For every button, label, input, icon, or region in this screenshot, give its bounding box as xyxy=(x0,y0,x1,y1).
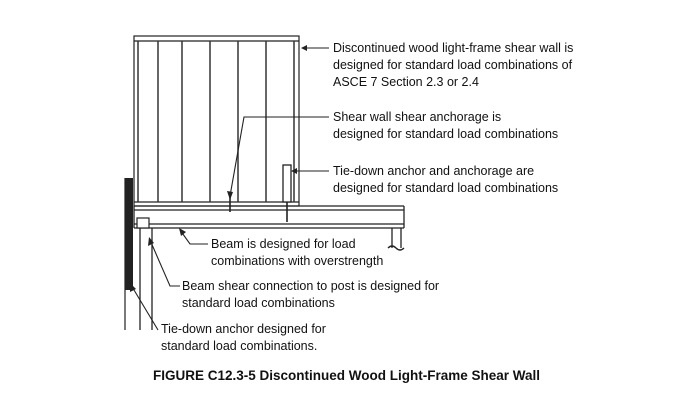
callout-beam: Beam is designed for load combinations w… xyxy=(211,236,383,270)
callout-line: Tie-down anchor designed for xyxy=(161,322,326,336)
leader-shear-anchorage xyxy=(229,116,329,197)
arrowhead xyxy=(148,237,154,246)
callout-line: Beam is designed for load xyxy=(211,237,356,251)
callout-line: combinations with overstrength xyxy=(211,254,384,268)
beam-seat-block xyxy=(136,217,150,229)
callout-line: ASCE 7 Section 2.3 or 2.4 xyxy=(333,75,479,89)
callout-beam-shear-connection: Beam shear connection to post is designe… xyxy=(182,278,439,312)
callout-line: designed for standard load combinations xyxy=(333,181,559,195)
right-support xyxy=(387,228,405,251)
callout-shear-anchorage: Shear wall shear anchorage is designed f… xyxy=(333,109,558,143)
callout-tie-down-anchor: Tie-down anchor designed for standard lo… xyxy=(161,321,326,355)
tie-down-strap xyxy=(125,178,133,290)
beam xyxy=(133,205,405,229)
callout-line: standard load combinations xyxy=(182,296,335,310)
wall-studs xyxy=(137,41,295,202)
callout-line: Shear wall shear anchorage is xyxy=(333,110,502,124)
arrowhead xyxy=(130,283,136,292)
callout-line: Tie-down anchor and anchorage are xyxy=(333,164,535,178)
figure-caption: FIGURE C12.3-5 Discontinued Wood Light-F… xyxy=(152,368,541,383)
arrowhead xyxy=(301,45,307,51)
callout-line: designed for standard load combinations xyxy=(333,127,559,141)
callout-line: Beam shear connection to post is designe… xyxy=(182,279,440,293)
callout-discontinued-wall: Discontinued wood light-frame shear wall… xyxy=(333,40,573,91)
tie-down-hardware xyxy=(282,164,292,203)
leader-arrowheads xyxy=(130,45,307,292)
leader-beam xyxy=(179,229,208,245)
leader-tie-down-anchor xyxy=(130,284,159,331)
callout-line: Discontinued wood light-frame shear wall… xyxy=(333,41,574,55)
leader-beam-shear-connection xyxy=(149,239,180,287)
support-break-line xyxy=(387,245,405,251)
callout-line: standard load combinations. xyxy=(161,339,318,353)
arrowhead xyxy=(227,191,233,200)
callout-tie-down-anchorage: Tie-down anchor and anchorage are design… xyxy=(333,163,558,197)
arrowhead xyxy=(291,168,297,174)
callout-line: designed for standard load combinations … xyxy=(333,58,573,72)
arrowhead xyxy=(179,228,186,236)
